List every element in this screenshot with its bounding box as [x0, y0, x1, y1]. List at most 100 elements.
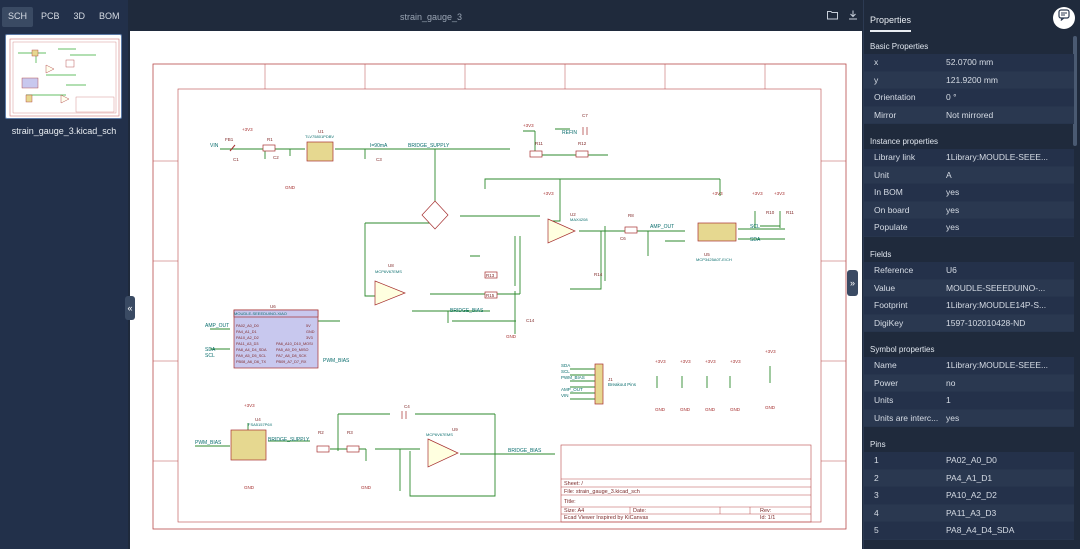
property-value: 1597-102010428-ND [946, 317, 1026, 328]
property-key: Populate [874, 222, 908, 233]
ref-c7: C7 [582, 113, 588, 118]
section-title: Symbol properties [870, 345, 935, 354]
property-row[interactable]: Units are interc...yes [864, 409, 1074, 427]
u8-value: MCP6V67EMS [375, 269, 402, 274]
ref-fb1: FB1 [225, 137, 234, 142]
property-value: no [946, 377, 956, 388]
property-value: PA02_A0_D0 [946, 455, 997, 466]
refs: FB1 R1 U1 C1 C2 C3 R11 R12 C7 U2 R8 R13 … [225, 113, 794, 435]
comment-icon[interactable] [1053, 7, 1075, 29]
property-key: Power [874, 377, 899, 388]
u2-value: MAX4208 [570, 217, 588, 222]
property-value: 1 [946, 395, 951, 406]
tb-rev: Rev: [760, 508, 772, 514]
net-scl-2: SCL [750, 224, 760, 230]
property-value: PA4_A1_D1 [946, 472, 993, 483]
collapse-right-button[interactable]: » [847, 270, 858, 296]
ref-c14: C14 [526, 318, 535, 323]
sheet-thumbnail[interactable] [5, 34, 122, 119]
folder-open-icon[interactable] [827, 10, 838, 21]
net-pwm-bias-2: PWM_BIAS [323, 358, 350, 364]
svg-text:+3V3: +3V3 [244, 403, 255, 408]
svg-text:GND: GND [285, 185, 296, 190]
property-key: 2 [874, 472, 879, 483]
u1-value: TLV75801PDBV [305, 134, 334, 139]
net-amp-out: AMP_OUT [650, 224, 674, 230]
schematic-canvas[interactable]: Sheet: / File: strain_gauge_3.kicad_sch … [130, 31, 862, 549]
tab-bom[interactable]: BOM [99, 11, 120, 21]
property-row[interactable]: DigiKey 1597-102010428-ND [864, 314, 1074, 332]
svg-text:GND: GND [705, 407, 716, 412]
svg-text:PA9_A5_D5_SCL: PA9_A5_D5_SCL [236, 354, 266, 358]
u6-pins: PA02_A0_D0 PA4_A1_D1 PA10_A2_D2 PA11_A3_… [236, 324, 315, 364]
tb-date: Date: [633, 508, 647, 514]
net-bridge-supply-2: BRIDGE_SUPPLY [268, 437, 310, 443]
left-panel: SCH PCB 3D BOM strain_gauge_3.kicad_sch [0, 0, 128, 549]
j1-value: Breakout Pins [608, 382, 637, 387]
ref-r11: R11 [535, 141, 543, 146]
power-labels: +3V3 +3V3 +3V3 +3V3 +3V3 +3V3 +3V3 +3V3 … [242, 123, 785, 490]
properties-scrollbar[interactable] [1073, 36, 1077, 146]
tab-3d[interactable]: 3D [73, 11, 86, 21]
svg-text:PA4_A1_D1: PA4_A1_D1 [236, 330, 257, 334]
property-value: 1Library:MOUDLE14P-S... [946, 300, 1047, 311]
svg-text:+3V3: +3V3 [680, 359, 691, 364]
ref-r13: R13 [486, 273, 495, 278]
download-icon[interactable] [847, 10, 858, 21]
svg-text:GND: GND [680, 407, 691, 412]
property-value: MOUDLE-SEEEDUINO-... [946, 282, 1046, 293]
components [229, 127, 737, 468]
section-title: Basic Properties [870, 42, 929, 51]
property-row[interactable]: 2 PA4_A1_D1 [864, 469, 1074, 487]
property-row[interactable]: Power no [864, 374, 1074, 392]
j1-net-sda: SDA [561, 363, 570, 368]
ref-c4: C4 [404, 404, 410, 409]
property-key: DigiKey [874, 317, 904, 328]
refin-label: REFIN [562, 130, 577, 136]
property-value: PA10_A2_D2 [946, 490, 997, 501]
ref-c1: C1 [233, 157, 239, 162]
tb-generator: Ecad Viewer Inspired by KiCanvas [564, 515, 649, 521]
tab-sch[interactable]: SCH [2, 7, 34, 27]
svg-text:PA7_A8_D8_SCK: PA7_A8_D8_SCK [276, 354, 307, 358]
ref-u1: U1 [318, 129, 324, 134]
property-value: Not mirrored [946, 109, 994, 120]
property-value: 52.0700 mm [946, 57, 994, 68]
property-value: yes [946, 222, 960, 233]
property-key: Unit [874, 169, 890, 180]
svg-text:+3V3: +3V3 [543, 191, 554, 196]
u6-value: MOUDLE-SEEEDUINO-XIAO [234, 311, 287, 316]
file-title: strain_gauge_3 [400, 12, 463, 22]
property-key: Name [874, 360, 897, 371]
u9-value: MCP6V67EMS [426, 432, 453, 437]
tab-pcb[interactable]: PCB [41, 11, 60, 21]
ref-u9: U9 [452, 427, 458, 432]
tb-size: Size: A4 [564, 508, 584, 514]
svg-text:+3V3: +3V3 [765, 349, 776, 354]
property-key: Library link [874, 152, 916, 163]
collapse-left-button[interactable]: « [125, 296, 135, 320]
svg-text:PB08_A6_D6_TX: PB08_A6_D6_TX [236, 360, 266, 364]
property-row[interactable]: Populate yes [864, 219, 1074, 237]
